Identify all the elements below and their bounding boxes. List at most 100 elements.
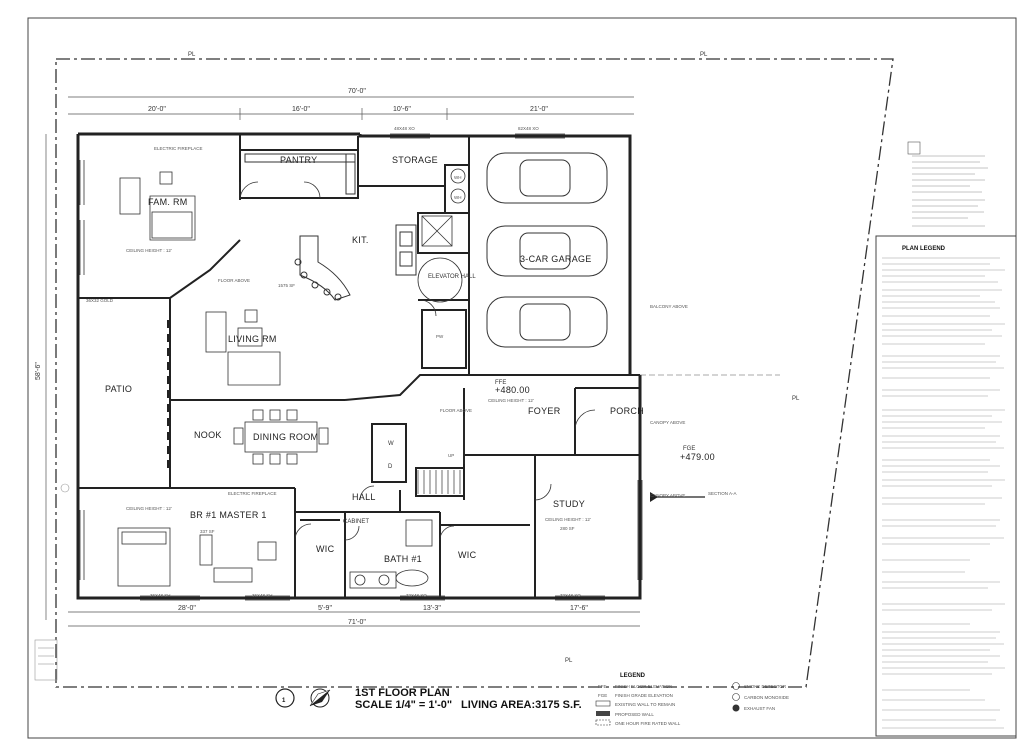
room-elevator-hall: ELEVATOR HALL: [428, 274, 476, 280]
legend-proposed-wall: PROPOSED WALL: [615, 712, 654, 717]
room-nook: NOOK: [194, 430, 222, 440]
room-patio: PATIO: [105, 384, 132, 394]
dim-bottom-1: 28'-0": [178, 605, 196, 612]
windows: [79, 133, 643, 601]
smoke-icon: [732, 682, 740, 690]
room-bath: BATH #1: [384, 554, 422, 564]
legend-exhaust: EXHAUST FAN: [744, 706, 775, 711]
pl-marker-3: PL: [565, 658, 573, 664]
legend-smoke: SMOKE DETECTOR: [744, 684, 787, 689]
window-tag-6: 72X48 XO: [406, 593, 427, 598]
water-heater-2: [450, 188, 466, 204]
dim-bottom-overall: 71'-0": [348, 619, 366, 626]
sheet-number-circle: [275, 688, 295, 708]
pl-marker-1: PL: [188, 52, 196, 58]
legend-ffe-desc: FINISH FLOOR ELEVATION: [615, 684, 672, 689]
plan-legend-box: [875, 235, 1017, 737]
master-furniture: [117, 527, 277, 587]
room-d: D: [388, 464, 393, 470]
room-foyer: FOYER: [528, 406, 561, 416]
window-tag-2: 82X48 XO: [518, 126, 539, 131]
property-line: [55, 58, 894, 688]
room-storage: STORAGE: [392, 155, 438, 165]
legend-fge-key: FGE: [598, 693, 607, 698]
room-w: W: [388, 441, 394, 447]
room-kit: KIT.: [352, 235, 369, 245]
water-heater-1: [450, 168, 466, 184]
note-living-sf: 1575 SF: [278, 283, 295, 288]
ffe-value: +480.00: [495, 385, 530, 395]
living-area: LIVING AREA:3175 S.F.: [461, 699, 582, 711]
note-up: UP: [448, 453, 454, 458]
ffe-label: FFE: [495, 380, 506, 386]
living-rm-furniture: [205, 309, 281, 386]
legend-title: LEGEND: [620, 673, 646, 679]
room-pantry: PANTRY: [280, 155, 317, 165]
window-tag-3: 36X32 GOLD: [86, 298, 114, 303]
dim-seg-4: 21'-0": [530, 106, 548, 113]
room-study: STUDY: [553, 499, 585, 509]
window-tag-7: 72X48 XO: [560, 593, 581, 598]
fge-label: FGE: [683, 446, 695, 452]
note-section: SECTION A-A: [708, 491, 737, 496]
note-electric-fireplace-2: ELECTRIC FIREPLACE: [228, 491, 277, 496]
room-garage: 3-CAR GARAGE: [520, 254, 592, 264]
plan-title: 1ST FLOOR PLAN: [355, 687, 450, 699]
room-wic-2: WIC: [458, 550, 477, 560]
stairs: [417, 416, 465, 494]
legend-fge-desc: FINISH GRADE ELEVATION: [615, 693, 673, 698]
carbon-monoxide-icon: [732, 693, 740, 701]
section-arrow: [650, 492, 658, 502]
plan-scale: SCALE 1/4" = 1'-0": [355, 699, 452, 711]
dim-bottom-3: 13'-3": [423, 605, 441, 612]
legend-carbon: CARBON MONOXIDE: [744, 695, 789, 700]
room-fam-rm: FAM. RM: [148, 197, 188, 207]
room-living-rm: LIVING RM: [228, 334, 277, 344]
door-swings: [239, 181, 596, 541]
legend-one-hour: ONE HOUR FIRE RATED WALL: [615, 721, 681, 726]
pl-marker-2: PL: [700, 52, 708, 58]
dim-left-overall: 58'-6": [35, 362, 42, 380]
plan-legend-title: PLAN LEGEND: [902, 246, 946, 252]
plan-legend-lines: [882, 257, 1005, 729]
dim-overall-width: 70'-0": [348, 88, 366, 95]
room-hall: HALL: [352, 492, 376, 502]
note-floor-above-1: FLOOR ABOVE: [218, 278, 250, 283]
kitchen-fixtures: [244, 153, 417, 301]
sheet-number: 1: [282, 698, 286, 704]
general-notes-block: [907, 141, 988, 227]
room-cabinet: CABINET: [343, 519, 369, 525]
note-ceiling-3: CEILING HEIGHT : 12': [126, 506, 172, 511]
dim-seg-3: 10'-6": [393, 106, 411, 113]
bottom-legend: LEGEND FFE FINISH FLOOR ELEVATION FGE FI…: [595, 673, 789, 726]
room-wh-2: WH: [454, 195, 462, 200]
pl-marker-4: PL: [792, 396, 800, 402]
room-master: BR #1 MASTER 1: [190, 510, 267, 520]
dim-seg-2: 16'-0": [292, 106, 310, 113]
note-ceiling-2: CEILING HEIGHT : 12': [488, 398, 534, 403]
window-tag-1: 48X48 XO: [394, 126, 415, 131]
fge-value: +479.00: [680, 452, 715, 462]
note-study-sf: 280 SF: [560, 526, 575, 531]
note-balcony-above: BALCONY ABOVE: [650, 304, 688, 309]
dim-seg-1: 20'-0": [148, 106, 166, 113]
legend-existing-wall: EXISTING WALL TO REMAIN: [615, 702, 675, 707]
north-arrow-icon: [309, 688, 331, 708]
note-ceiling-1: CEILING HEIGHT : 12': [126, 248, 172, 253]
fam-rm-furniture: [119, 171, 196, 241]
bath-fixtures: [349, 519, 433, 589]
note-floor-above-2: FLOOR ABOVE: [440, 408, 472, 413]
room-wic-1: WIC: [316, 544, 335, 554]
note-ceiling-4: CEILING HEIGHT : 12': [545, 517, 591, 522]
dim-bottom-2: 5'-9": [318, 605, 332, 612]
note-canopy-above-2: CANOPY ABOVE: [650, 493, 685, 498]
legend-ffe-key: FFE: [598, 684, 607, 689]
room-wh-1: WH: [454, 175, 462, 180]
garage-cars: [486, 152, 608, 348]
margin-notes: [34, 483, 70, 681]
elevator-shaft: [417, 215, 463, 303]
dim-bottom-4: 17'-6": [570, 605, 588, 612]
room-dining: DINING ROOM: [253, 432, 318, 442]
note-master-sf: 337 SF: [200, 529, 215, 534]
